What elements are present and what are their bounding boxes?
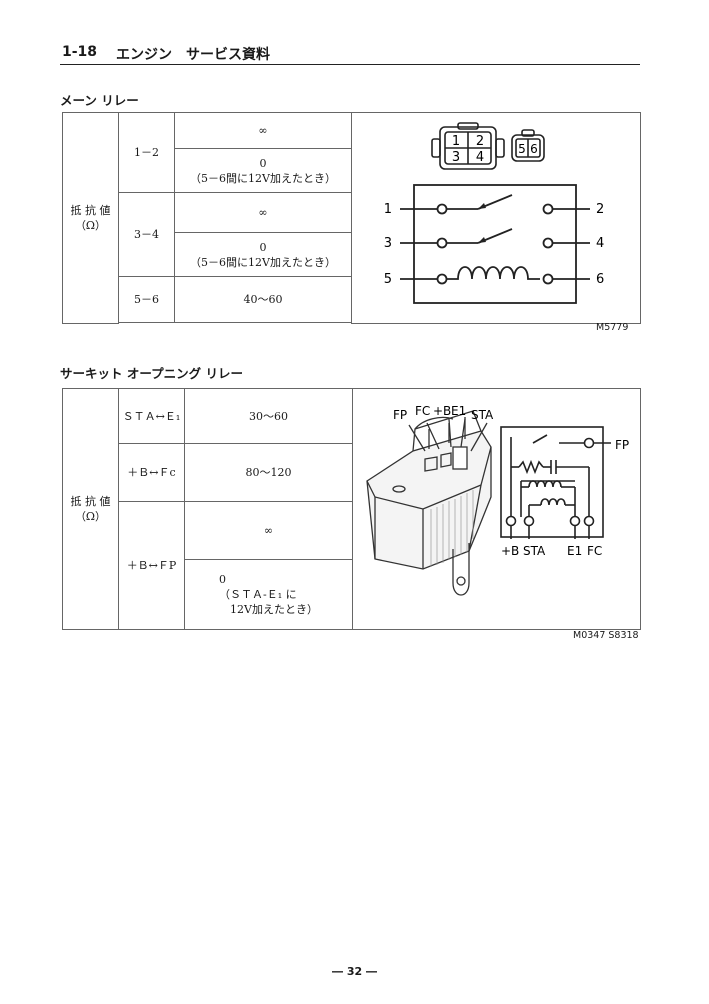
schematic-label: E1: [567, 544, 582, 558]
connector-icon: [511, 129, 545, 162]
section-number: 1-18: [62, 44, 98, 60]
terminal-label: ＋Ｂ↔ＦP: [126, 559, 177, 572]
terminal-cell: ＋Ｂ↔ＦP: [118, 501, 185, 630]
main-relay-table: 抵 抗 値 （Ω） 1－2 ∞ 1 2 3 4: [62, 112, 641, 324]
connector-pin: 4: [476, 150, 484, 165]
value-text: 80～120: [245, 466, 292, 479]
connector-pin: 6: [530, 142, 538, 156]
value-text: 0 （5－6間に12V加えたとき）: [190, 156, 336, 185]
value-cell: ∞: [174, 112, 352, 149]
terminal-6-label: 6: [596, 272, 604, 287]
main-relay-diagram: 1 2 3 4 5 6: [384, 122, 604, 304]
value-cell: ∞: [174, 192, 352, 233]
value-cell: 0 （5－6間に12V加えたとき）: [174, 232, 352, 277]
relay-schematic: [500, 426, 611, 539]
terminal-label: 1－2: [134, 146, 159, 159]
page-header: 1-18 エンジン サービス資料: [60, 40, 640, 65]
schematic-label: FC: [587, 544, 602, 558]
value-cell: ∞: [184, 501, 353, 560]
terminal-5-label: 5: [384, 272, 392, 287]
resistance-label: 抵 抗 値 （Ω）: [70, 495, 111, 523]
resistance-label-cell: 抵 抗 値 （Ω）: [62, 112, 119, 324]
section-title: エンジン サービス資料: [116, 47, 270, 63]
value-text: 30～60: [249, 409, 288, 423]
contact-arrow-icon: [478, 203, 486, 209]
terminal-cell: 1－2: [118, 112, 175, 193]
circuit-relay-diagram-cell: FP FC +B E1 STA: [352, 388, 641, 630]
terminal-label: ＋Ｂ↔Ｆc: [127, 466, 176, 479]
circuit-relay-diagram: FP FC +B E1 STA: [366, 404, 629, 596]
terminal-2-label: 2: [596, 202, 604, 217]
terminal-1-label: 1: [384, 202, 392, 217]
value-cell: 0 （ＳＴＡ-Ｅ₁ に 12V加えたとき）: [184, 559, 353, 630]
value-cell: 30～60: [184, 388, 353, 444]
connector-icon: [431, 122, 505, 170]
figure-code: M0347 S8318: [573, 630, 639, 641]
terminal-cell: ＳＴＡ↔Ｅ₁: [118, 388, 185, 444]
resistance-label-cell: 抵 抗 値 （Ω）: [62, 388, 119, 630]
value-text: ∞: [263, 524, 274, 537]
terminal-4-label: 4: [596, 236, 604, 251]
connector-pin: 1: [452, 134, 460, 149]
e1-label: E1: [451, 404, 466, 418]
fp-label: FP: [393, 408, 407, 422]
schematic-fp-label: FP: [615, 438, 629, 452]
terminal-label: 3－4: [134, 228, 159, 241]
connector-pin: 3: [452, 150, 460, 165]
circuit-relay-table: 抵 抗 値 （Ω） ＳＴＡ↔Ｅ₁ 30～60: [62, 388, 641, 630]
schematic-label: +B: [501, 544, 519, 558]
resistance-label: 抵 抗 値 （Ω）: [70, 204, 111, 232]
value-text: ∞: [258, 206, 268, 219]
sta-label: STA: [471, 408, 494, 422]
schematic-label: STA: [523, 544, 546, 558]
terminal-3-label: 3: [384, 236, 392, 251]
main-relay-title: メーン リレー: [60, 93, 139, 108]
value-text: 0 （ＳＴＡ-Ｅ₁ に 12V加えたとき）: [219, 573, 318, 616]
value-cell: 0 （5－6間に12V加えたとき）: [174, 148, 352, 193]
plus-b-label: +B: [433, 404, 451, 418]
value-cell: 40～60: [174, 276, 352, 323]
terminal-label: ＳＴＡ↔Ｅ₁: [122, 409, 181, 423]
figure-code: M5779: [596, 322, 629, 333]
terminal-label: 5－6: [134, 293, 159, 306]
main-relay-diagram-cell: 1 2 3 4 5 6: [351, 112, 641, 324]
terminal-cell: 5－6: [118, 276, 175, 323]
page-number: ― 32 ―: [332, 965, 377, 978]
relay-body-illustration: [366, 410, 492, 596]
value-cell: 80～120: [184, 443, 353, 502]
circuit-relay-title: サーキット オープニング リレー: [60, 366, 243, 381]
value-text: 40～60: [243, 293, 283, 306]
fc-label: FC: [415, 404, 430, 418]
contact-arrow-icon: [478, 237, 486, 243]
connector-pin: 5: [518, 142, 526, 156]
relay-schematic: [400, 184, 590, 304]
value-text: ∞: [258, 124, 268, 137]
value-text: 0 （5－6間に12V加えたとき）: [190, 240, 336, 269]
terminal-cell: ＋Ｂ↔Ｆc: [118, 443, 185, 502]
terminal-cell: 3－4: [118, 192, 175, 277]
connector-pin: 2: [476, 134, 484, 149]
